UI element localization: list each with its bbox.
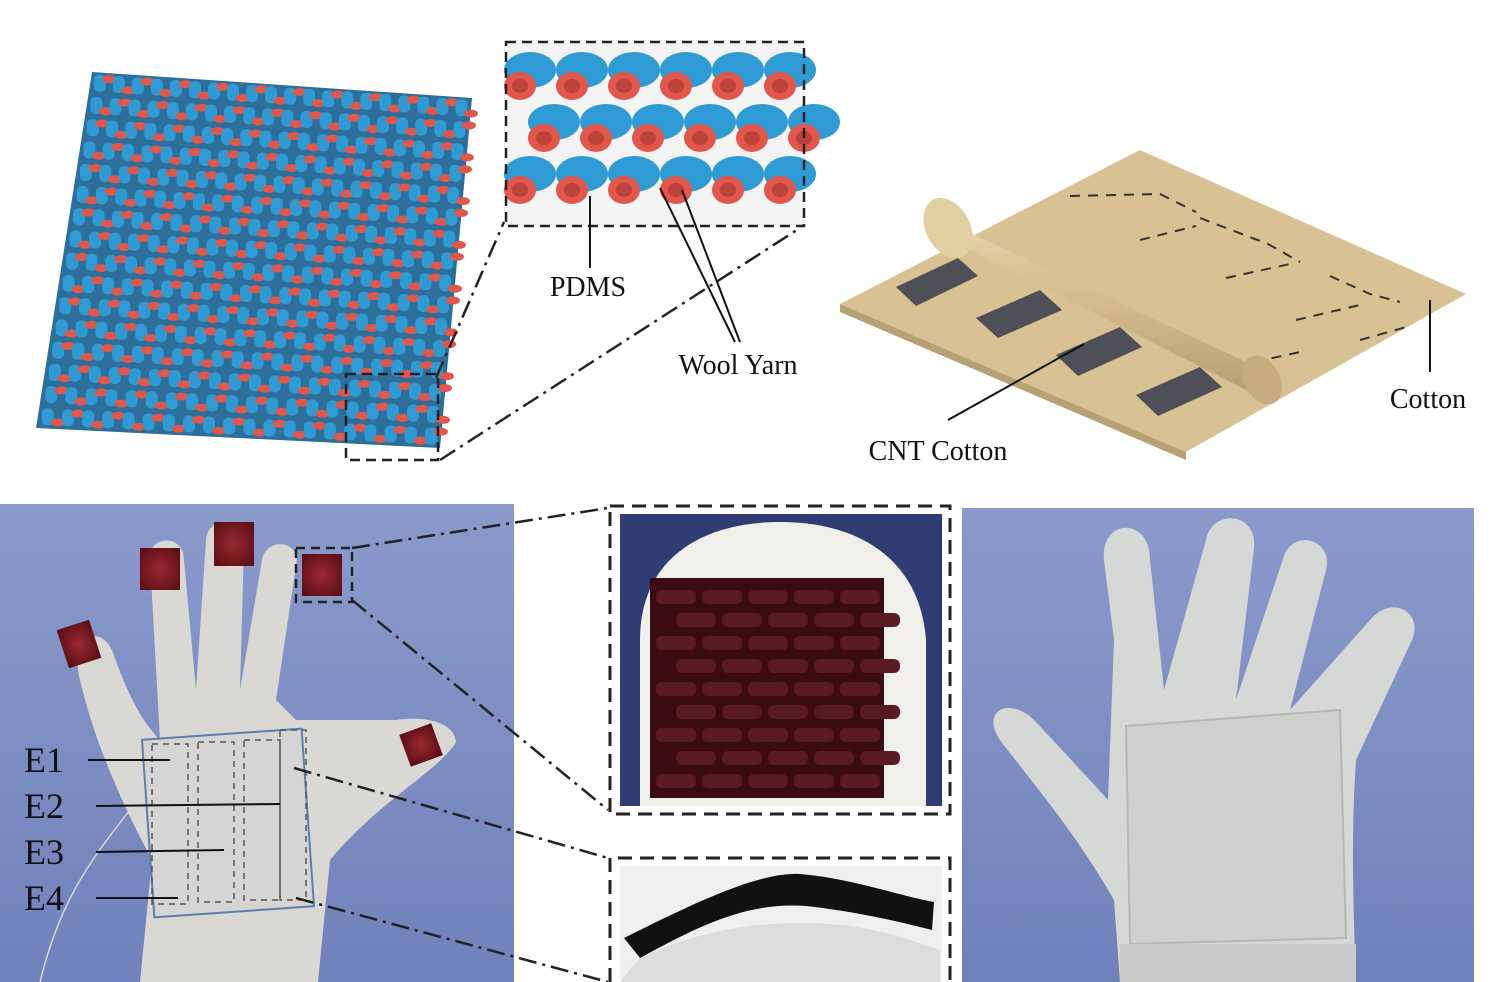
- cnt-strip: [896, 258, 978, 306]
- fingertip-sensor: [302, 554, 342, 596]
- electrode-label-e4: E4: [24, 878, 64, 918]
- cnt-strip: [1136, 367, 1222, 416]
- closeup-strands: [504, 52, 840, 204]
- woven-fabric-render: [36, 72, 478, 448]
- fingertip-sensor: [214, 522, 254, 566]
- callout-lines-top: [589, 187, 741, 343]
- cnt-fabric-texture: [656, 590, 900, 788]
- electrode-label-e3: E3: [24, 832, 64, 872]
- glove-zoom-connectors: [293, 506, 609, 982]
- sensor-glove-photo: [0, 504, 514, 982]
- cotton-label: Cotton: [1390, 384, 1466, 415]
- glove-reverse-photo: [962, 508, 1474, 982]
- cotton-layer-render: [840, 150, 1466, 460]
- fingertip-sensor: [140, 548, 180, 590]
- electrode-label-e2: E2: [24, 786, 64, 826]
- fingertip-sensor: [56, 619, 102, 669]
- cnt-cotton-label: CNT Cotton: [869, 436, 1008, 467]
- electrode-label-e1: E1: [24, 740, 64, 780]
- cnt-strip: [976, 290, 1062, 338]
- pdms-label: PDMS: [550, 272, 626, 303]
- cnt-strip: [1056, 327, 1142, 376]
- fingertip-sensor: [399, 723, 443, 767]
- cnt-layer-side-photo: [608, 856, 952, 982]
- electrode-label-group: E1 E2 E3 E4: [24, 740, 281, 918]
- wool-yarn-label: Wool Yarn: [678, 350, 797, 381]
- fingertip-closeup-photo: [608, 504, 952, 816]
- fabric-zoom-indicator: [344, 221, 801, 462]
- weave-pattern: [41, 74, 478, 445]
- yarn-closeup: [504, 40, 840, 228]
- callout-lines-right: [947, 300, 1431, 421]
